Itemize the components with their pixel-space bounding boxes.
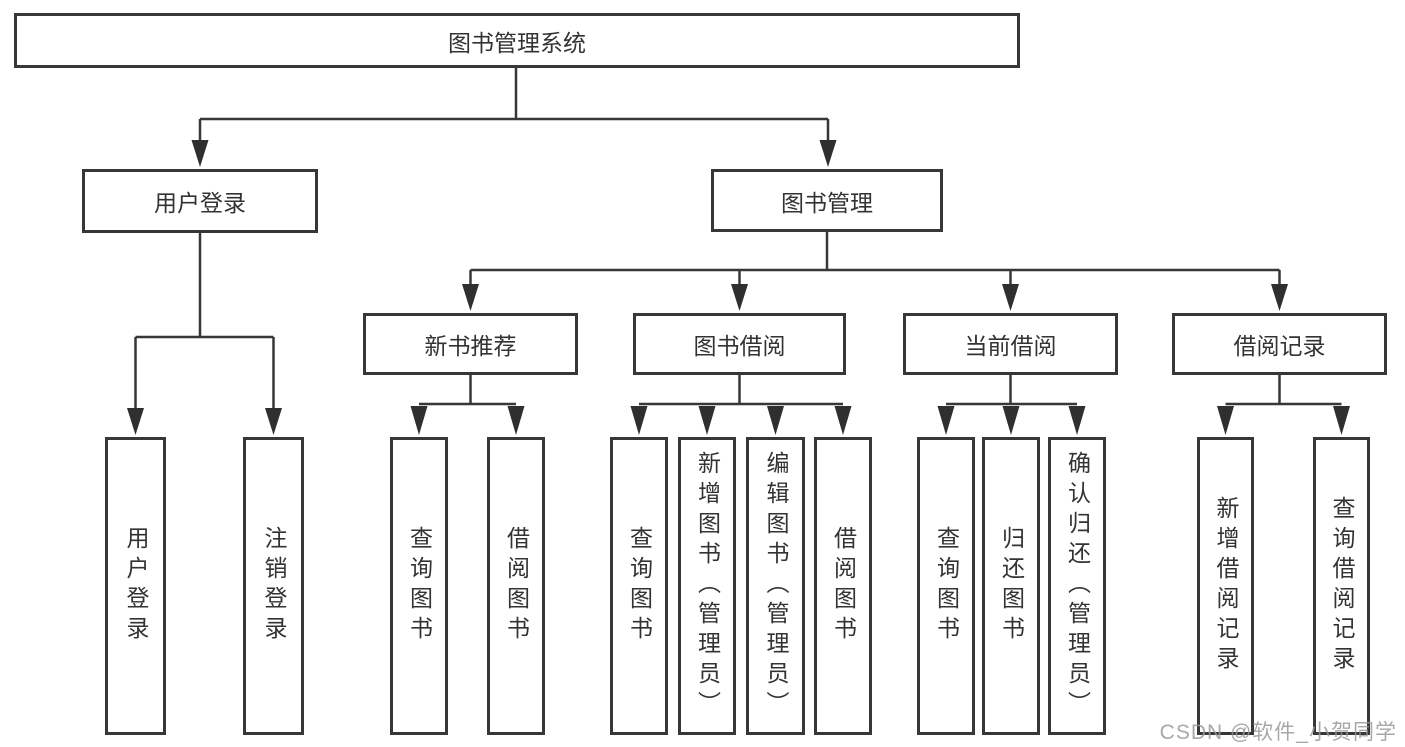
leaf-user-login-label: 用户登录 (123, 526, 149, 646)
leaf-newbooks-borrow-books-label: 借阅图书 (503, 526, 530, 646)
leaf-borrow-edit-books-admin-label: 编辑图书（管理员） (763, 451, 789, 721)
node-book-management-label: 图书管理 (781, 189, 873, 216)
leaf-current-query-books: 查询图书 (917, 437, 975, 735)
node-book-management: 图书管理 (711, 169, 943, 232)
node-user-login: 用户登录 (82, 169, 318, 233)
leaf-records-query-record: 查询借阅记录 (1313, 437, 1370, 735)
leaf-newbooks-query-books-label: 查询图书 (406, 526, 433, 646)
leaf-user-login: 用户登录 (105, 437, 166, 735)
node-book-borrow-label: 图书借阅 (693, 333, 786, 359)
leaf-borrow-add-books-admin: 新增图书（管理员） (678, 437, 736, 735)
leaf-records-add-record: 新增借阅记录 (1197, 437, 1254, 735)
node-new-book-recommend-label: 新书推荐 (424, 333, 517, 359)
leaf-newbooks-query-books: 查询图书 (390, 437, 448, 735)
node-new-book-recommend: 新书推荐 (363, 313, 578, 375)
node-user-login-label: 用户登录 (154, 190, 246, 216)
leaf-borrow-borrow-books: 借阅图书 (814, 437, 872, 735)
leaf-borrow-query-books: 查询图书 (610, 437, 668, 735)
node-current-borrow-label: 当前借阅 (964, 333, 1057, 359)
leaf-current-query-books-label: 查询图书 (933, 526, 960, 646)
leaf-logout-label: 注销登录 (261, 526, 287, 646)
leaf-logout: 注销登录 (243, 437, 304, 735)
leaf-current-return-books: 归还图书 (982, 437, 1040, 735)
node-root-label: 图书管理系统 (448, 29, 586, 56)
leaf-current-confirm-return-admin: 确认归还（管理员） (1048, 437, 1106, 735)
watermark-text: CSDN @软件_小贺同学 (1159, 721, 1397, 744)
node-current-borrow: 当前借阅 (903, 313, 1118, 375)
leaf-records-add-record-label: 新增借阅记录 (1213, 496, 1239, 676)
leaf-borrow-borrow-books-label: 借阅图书 (830, 526, 857, 646)
node-root: 图书管理系统 (14, 13, 1020, 68)
leaf-newbooks-borrow-books: 借阅图书 (487, 437, 545, 735)
node-book-borrow: 图书借阅 (633, 313, 846, 375)
leaf-current-return-books-label: 归还图书 (998, 526, 1025, 646)
node-borrow-records-label: 借阅记录 (1233, 333, 1326, 359)
leaf-borrow-add-books-admin-label: 新增图书（管理员） (694, 451, 721, 721)
node-borrow-records: 借阅记录 (1172, 313, 1387, 375)
leaf-records-query-record-label: 查询借阅记录 (1329, 496, 1355, 676)
leaf-borrow-edit-books-admin: 编辑图书（管理员） (746, 437, 805, 735)
leaf-borrow-query-books-label: 查询图书 (626, 526, 653, 646)
leaf-current-confirm-return-admin-label: 确认归还（管理员） (1064, 451, 1091, 721)
